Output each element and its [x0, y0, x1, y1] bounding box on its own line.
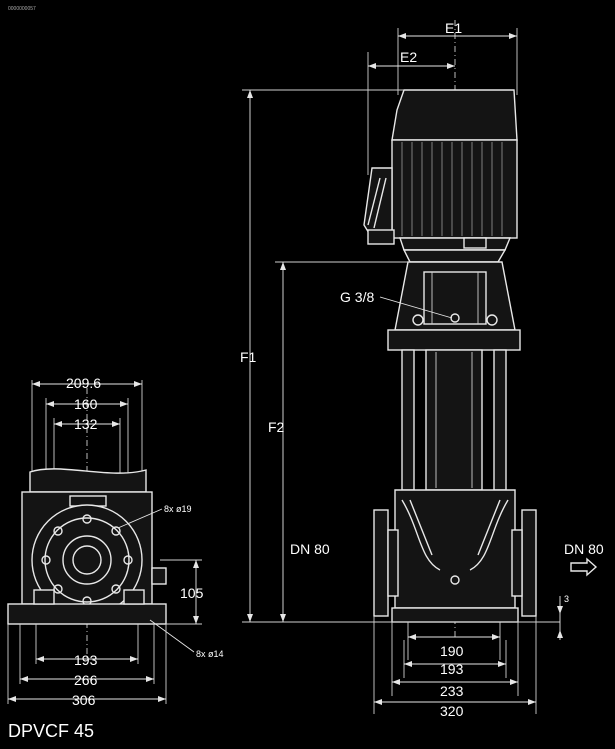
dim-base-233: 233: [440, 683, 464, 699]
dim-f2: F2: [268, 419, 285, 435]
outlet-label: DN 80: [564, 541, 604, 557]
dim-160: 160: [74, 396, 98, 412]
dim-side-306: 306: [72, 692, 96, 708]
base-holes-label: 8x ø14: [196, 649, 224, 659]
inlet-label: DN 80: [290, 541, 330, 557]
motor-fins: [401, 142, 503, 236]
dim-105: 105: [180, 585, 204, 601]
flange-holes-label: 8x ø19: [164, 504, 192, 514]
dim-f1: F1: [240, 349, 257, 365]
front-view: E1 E2: [240, 20, 604, 719]
dim-e1: E1: [445, 20, 462, 36]
side-view: 209.6 160 132: [7, 375, 224, 708]
dim-side-266: 266: [74, 672, 98, 688]
gauge-port-label: G 3/8: [340, 289, 374, 305]
dim-base-193: 193: [440, 661, 464, 677]
dim-e2: E2: [400, 49, 417, 65]
dim-209-6: 209.6: [66, 375, 101, 391]
dim-offset-3: 3: [564, 594, 569, 604]
dim-side-193: 193: [74, 652, 98, 668]
dim-base-320: 320: [440, 703, 464, 719]
model-label: DPVCF 45: [8, 721, 94, 741]
dim-base-190: 190: [440, 643, 464, 659]
dim-132: 132: [74, 416, 98, 432]
drawing-id: 0000000057: [8, 6, 36, 12]
